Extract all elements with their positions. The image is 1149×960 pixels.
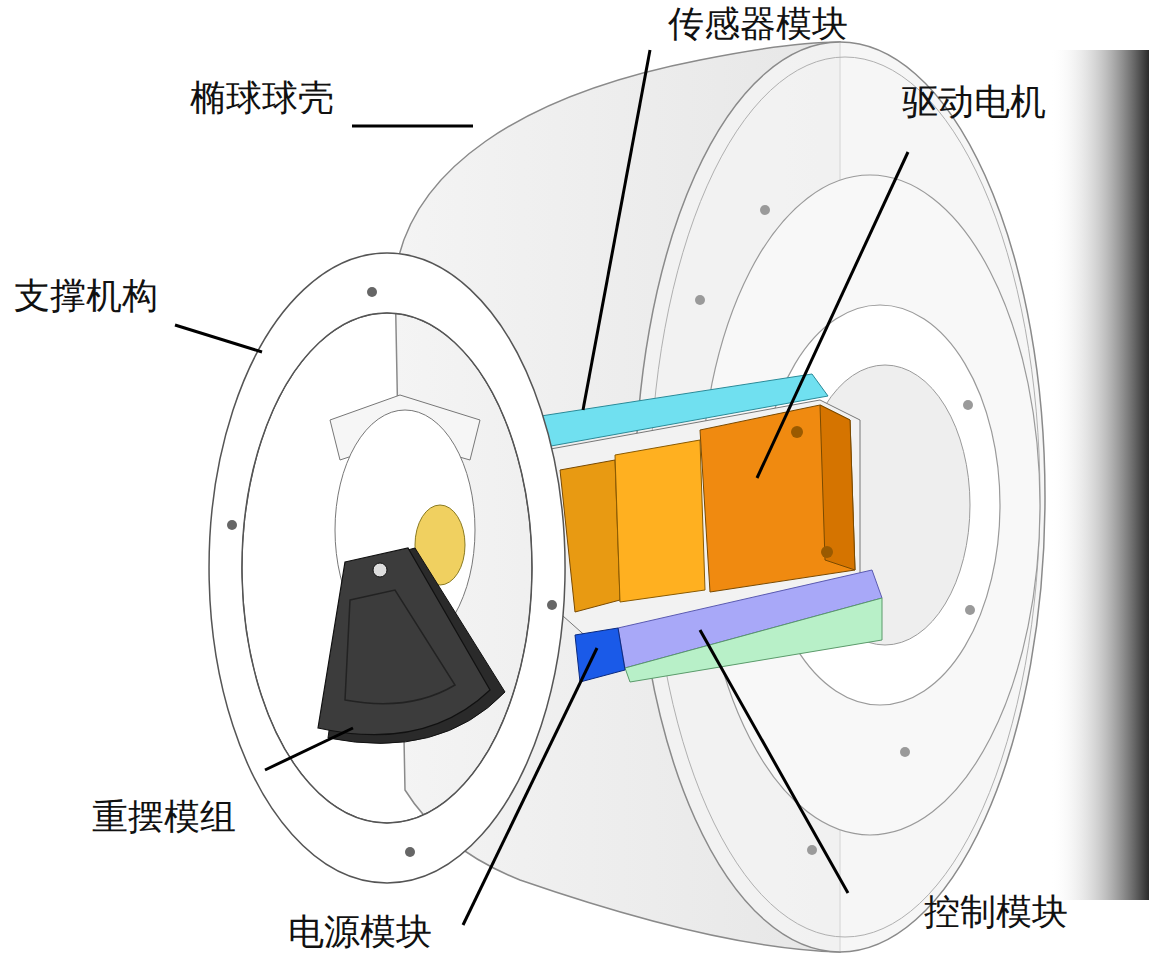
motor-coupler bbox=[615, 440, 705, 602]
motor-left bbox=[560, 460, 620, 612]
leader-line bbox=[463, 648, 597, 925]
ring-holes bbox=[227, 287, 557, 857]
part-label: 重摆模组 bbox=[92, 797, 236, 837]
right-support-face bbox=[700, 175, 1040, 835]
leader-lines bbox=[175, 50, 908, 925]
leader-line bbox=[700, 630, 848, 893]
motor-hole bbox=[821, 546, 833, 558]
part-label: 椭球球壳 bbox=[190, 78, 334, 118]
pendulum bbox=[318, 548, 490, 735]
support-ring-inner bbox=[242, 313, 532, 823]
sensor-module bbox=[528, 374, 828, 448]
support-ring bbox=[209, 253, 565, 883]
part-label: 传感器模块 bbox=[668, 4, 848, 44]
part-label: 驱动电机 bbox=[902, 82, 1046, 122]
part-label: 电源模块 bbox=[288, 912, 432, 952]
pendulum-pivot bbox=[373, 563, 387, 577]
leader-line bbox=[757, 152, 908, 478]
leader-line bbox=[583, 50, 650, 410]
shell-rim-inner bbox=[650, 57, 1040, 937]
pendulum-recess bbox=[345, 590, 455, 704]
motor-hole bbox=[791, 426, 803, 438]
part-label: 支撑机构 bbox=[14, 276, 158, 316]
leader-line bbox=[175, 325, 262, 352]
background-shade bbox=[1050, 50, 1149, 900]
leader-line bbox=[352, 125, 473, 128]
screw-holes bbox=[695, 205, 975, 855]
power-module bbox=[575, 628, 625, 682]
control-board bbox=[625, 598, 882, 682]
leader-line bbox=[265, 728, 353, 770]
motor-side bbox=[820, 405, 855, 570]
part-label: 控制模块 bbox=[924, 892, 1068, 932]
